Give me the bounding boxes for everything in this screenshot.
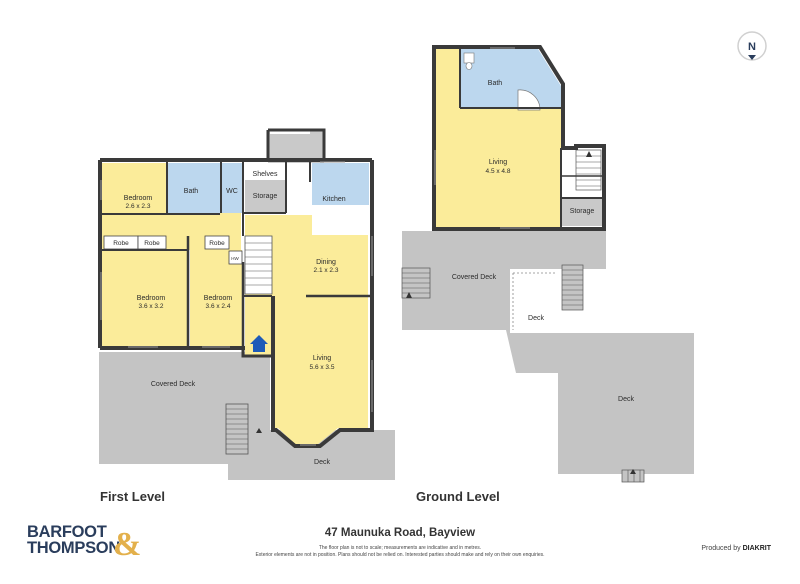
first-level-title: First Level (100, 489, 166, 504)
brand-logo: BARFOOT THOMPSON & (27, 523, 142, 563)
producer-credit: Produced by DIAKRIT (701, 545, 771, 552)
first-deck-stairs (225, 403, 262, 455)
label-first-deck: Deck (314, 459, 330, 466)
property-address: 47 Maunuka Road, Bayview (324, 527, 476, 539)
brand-line2: THOMPSON (27, 539, 120, 557)
label-shelves: Shelves (253, 171, 278, 178)
ground-deck-stairs-left (401, 267, 431, 299)
first-level-plan: Bedroom 2.6 x 2.3 Bath WC Shelves Storag… (98, 128, 395, 480)
ground-bath-fixtures (463, 52, 541, 111)
first-interior-stairs (244, 235, 273, 295)
top-landing (268, 131, 324, 163)
entry-arrow-icon (250, 335, 268, 352)
label-ground-deck1: Deck (528, 315, 544, 322)
produced-by-label: Produced by (701, 545, 741, 552)
kitchen-bench (312, 205, 369, 235)
disclaimer-line1: The floor plan is not to scale; measurem… (318, 545, 482, 551)
disclaimer-line2: Exterior elements are not in position. P… (255, 552, 545, 558)
ground-level-title: Ground Level (416, 489, 500, 504)
label-ground-storage: Storage (570, 208, 595, 215)
label-first-covered-deck: Covered Deck (151, 381, 196, 388)
ground-living-fill (436, 49, 561, 229)
wc-fill (222, 163, 242, 213)
label-ground-bath: Bath (488, 80, 503, 87)
dims-dining: 2.1 x 2.3 (314, 267, 339, 274)
dims-bedroom3: 3.6 x 2.4 (206, 303, 231, 310)
brand-line1: BARFOOT (27, 523, 107, 541)
label-dining: Dining (316, 259, 336, 266)
dims-ground-living: 4.5 x 4.8 (486, 168, 511, 175)
bedroom2-fill (101, 250, 187, 347)
ground-storage-fill (561, 198, 603, 226)
first-bath-fill (168, 163, 220, 213)
first-walls (98, 128, 374, 448)
label-robe1: Robe (113, 240, 129, 247)
compass: N (737, 31, 767, 61)
label-wc: WC (226, 188, 238, 195)
label-ground-living: Living (489, 159, 507, 166)
producer-name: DIAKRIT (742, 545, 771, 552)
ground-deck-stairs-bottom (621, 469, 645, 483)
label-bedroom1: Bedroom (124, 195, 153, 202)
label-living: Living (313, 355, 331, 362)
shelves-fill (245, 163, 285, 180)
bedroom1-fill (101, 163, 167, 213)
label-ground-deck2: Deck (618, 396, 634, 403)
ground-deck-stairs-right (561, 264, 584, 311)
label-robe3: Robe (209, 240, 225, 247)
living-dining-fill (245, 215, 368, 444)
label-hw: HW (231, 256, 239, 261)
label-storage: Storage (253, 193, 278, 200)
storage-fill (245, 180, 285, 213)
first-windows (100, 161, 373, 446)
ground-windows (434, 47, 530, 229)
ground-bath-fill (460, 49, 561, 108)
robe3-fill (204, 235, 230, 250)
label-bedroom3: Bedroom (204, 295, 233, 302)
label-bedroom2: Bedroom (137, 295, 166, 302)
brand-ampersand: & (113, 526, 142, 563)
hw-fill (228, 250, 243, 265)
ground-deck-area (402, 231, 694, 474)
dims-bedroom2: 3.6 x 3.2 (139, 303, 164, 310)
ground-level-plan: Bath Living 4.5 x 4.8 Storage Covered De… (401, 45, 694, 483)
compass-needle-icon (748, 55, 756, 60)
label-ground-covered-deck: Covered Deck (452, 274, 497, 281)
label-kitchen: Kitchen (322, 196, 345, 203)
first-deck (228, 430, 395, 480)
label-robe2: Robe (144, 240, 160, 247)
compass-label: N (748, 41, 756, 53)
ground-walls (432, 45, 606, 231)
ground-interior-stairs (575, 149, 602, 191)
dims-bedroom1: 2.6 x 2.3 (126, 203, 151, 210)
dims-living: 5.6 x 3.5 (310, 364, 335, 371)
label-first-bath: Bath (184, 188, 199, 195)
bedroom3-fill (190, 250, 242, 347)
